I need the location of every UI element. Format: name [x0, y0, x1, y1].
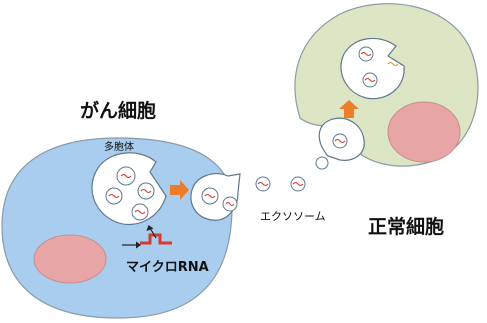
microrna-hairpin-icon	[140, 233, 172, 245]
normal-cell-label: 正常細胞	[368, 216, 445, 238]
exosome	[315, 156, 329, 170]
cancer-cell-label: がん細胞	[80, 100, 157, 122]
microrna-label: マイクロRNA	[126, 260, 209, 275]
multivesicular-body	[91, 152, 167, 226]
normal-nucleus	[387, 101, 461, 163]
orange-arrow-up-icon	[339, 100, 359, 118]
black-arrow-up-icon	[146, 225, 157, 239]
black-arrow-icon	[122, 241, 141, 249]
orange-arrow-right-icon	[170, 180, 189, 200]
cancer-nucleus	[33, 234, 107, 284]
microrna-squiggles	[108, 51, 399, 215]
multivesicular-body-label: 多胞体	[104, 142, 134, 153]
exosome-label: エクソソーム	[260, 210, 326, 223]
normal-multivesicular-body	[340, 37, 405, 100]
